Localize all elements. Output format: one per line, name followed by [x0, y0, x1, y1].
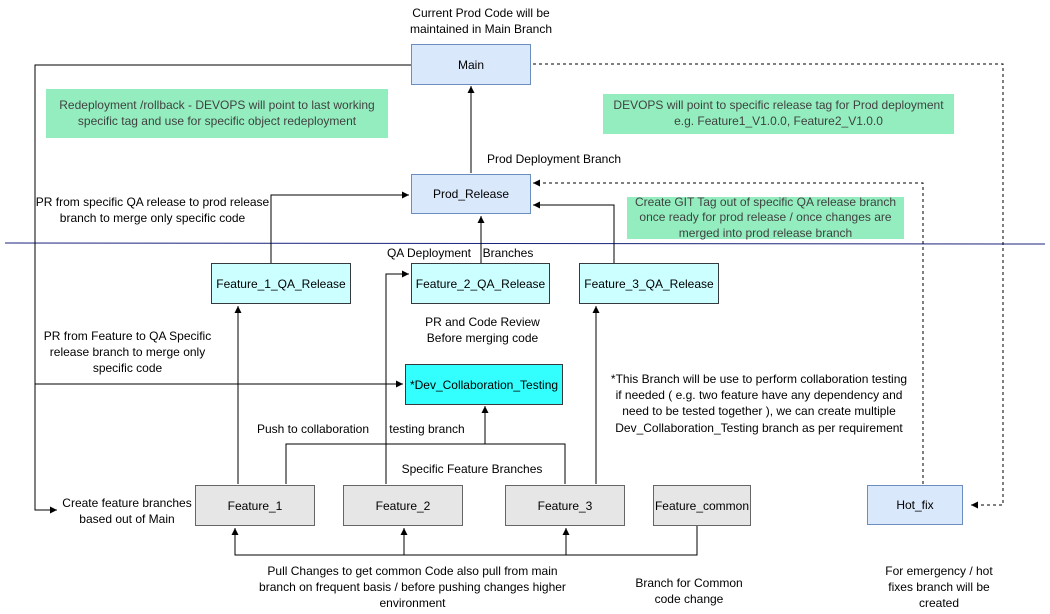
testing-branch-label: testing branch: [389, 422, 465, 436]
create-feature-branches-label: Create feature branches based out of Mai…: [62, 496, 192, 527]
edge-f3qa-to-prod: [533, 201, 615, 263]
prod-deployment-branch-label: Prod Deployment Branch: [486, 152, 622, 166]
git-tag-note: Create GIT Tag out of specific QA releas…: [627, 194, 904, 240]
prod-release-branch[interactable]: Prod_Release: [411, 174, 531, 214]
redeployment-note: Redeployment /rollback - DEVOPS will poi…: [46, 89, 388, 138]
dev-collaboration-testing-branch[interactable]: *Dev_Collaboration_Testing: [405, 364, 563, 405]
redeployment-note-text: Redeployment /rollback - DEVOPS will poi…: [59, 97, 375, 128]
pr-qa-to-prod-label: PR from specific QA release to prod rele…: [35, 195, 270, 226]
devops-tag-note: DEVOPS will point to specific release ta…: [603, 94, 954, 134]
pr-code-review-label: PR and Code Review Before merging code: [425, 315, 540, 346]
hot-fix-branch[interactable]: Hot_fix: [867, 485, 963, 525]
collaboration-note-label: *This Branch will be use to perform coll…: [610, 372, 908, 435]
separator-line: [4, 242, 1046, 245]
edge-f2-to-f2qa: [385, 270, 409, 484]
common-code-label: Branch for Common code change: [635, 576, 743, 607]
feature-3-qa-release-branch[interactable]: Feature_3_QA_Release: [579, 263, 719, 304]
devops-tag-note-text: DEVOPS will point to specific release ta…: [613, 98, 944, 128]
pr-feature-to-qa-label: PR from Feature to QA Specific release b…: [43, 329, 212, 376]
pull-changes-label: Pull Changes to get common Code also pul…: [259, 564, 566, 611]
feature-1-qa-release-branch[interactable]: Feature_1_QA_Release: [211, 263, 351, 304]
hotfix-note-label: For emergency / hot fixes branch will be…: [885, 564, 993, 611]
feature-3-branch[interactable]: Feature_3: [505, 485, 625, 526]
feature-2-qa-release-branch[interactable]: Feature_2_QA_Release: [411, 263, 550, 304]
main-branch[interactable]: Main: [411, 44, 531, 85]
header-note: Current Prod Code will be maintained in …: [409, 6, 553, 37]
edge-hotfix-to-prod: [533, 179, 924, 484]
feature-1-branch[interactable]: Feature_1: [195, 485, 315, 526]
edge-main-to-hotfix: [533, 63, 1004, 509]
push-to-collaboration-label: Push to collaboration: [256, 422, 370, 436]
qa-deployment-label: QA Deployment: [386, 246, 472, 260]
feature-2-branch[interactable]: Feature_2: [343, 485, 463, 526]
branches-label: Branches: [482, 246, 534, 260]
feature-common-branch[interactable]: Feature_common: [653, 485, 751, 526]
git-tag-note-text: Create GIT Tag out of specific QA releas…: [634, 194, 897, 240]
specific-feature-branches-label: Specific Feature Branches: [401, 462, 543, 476]
edge-main-to-features: [34, 64, 411, 514]
edge-f1qa-to-prod: [270, 191, 409, 263]
edge-common-to-f1: [231, 526, 698, 556]
edge-features-to-collab-bus: [285, 443, 566, 484]
